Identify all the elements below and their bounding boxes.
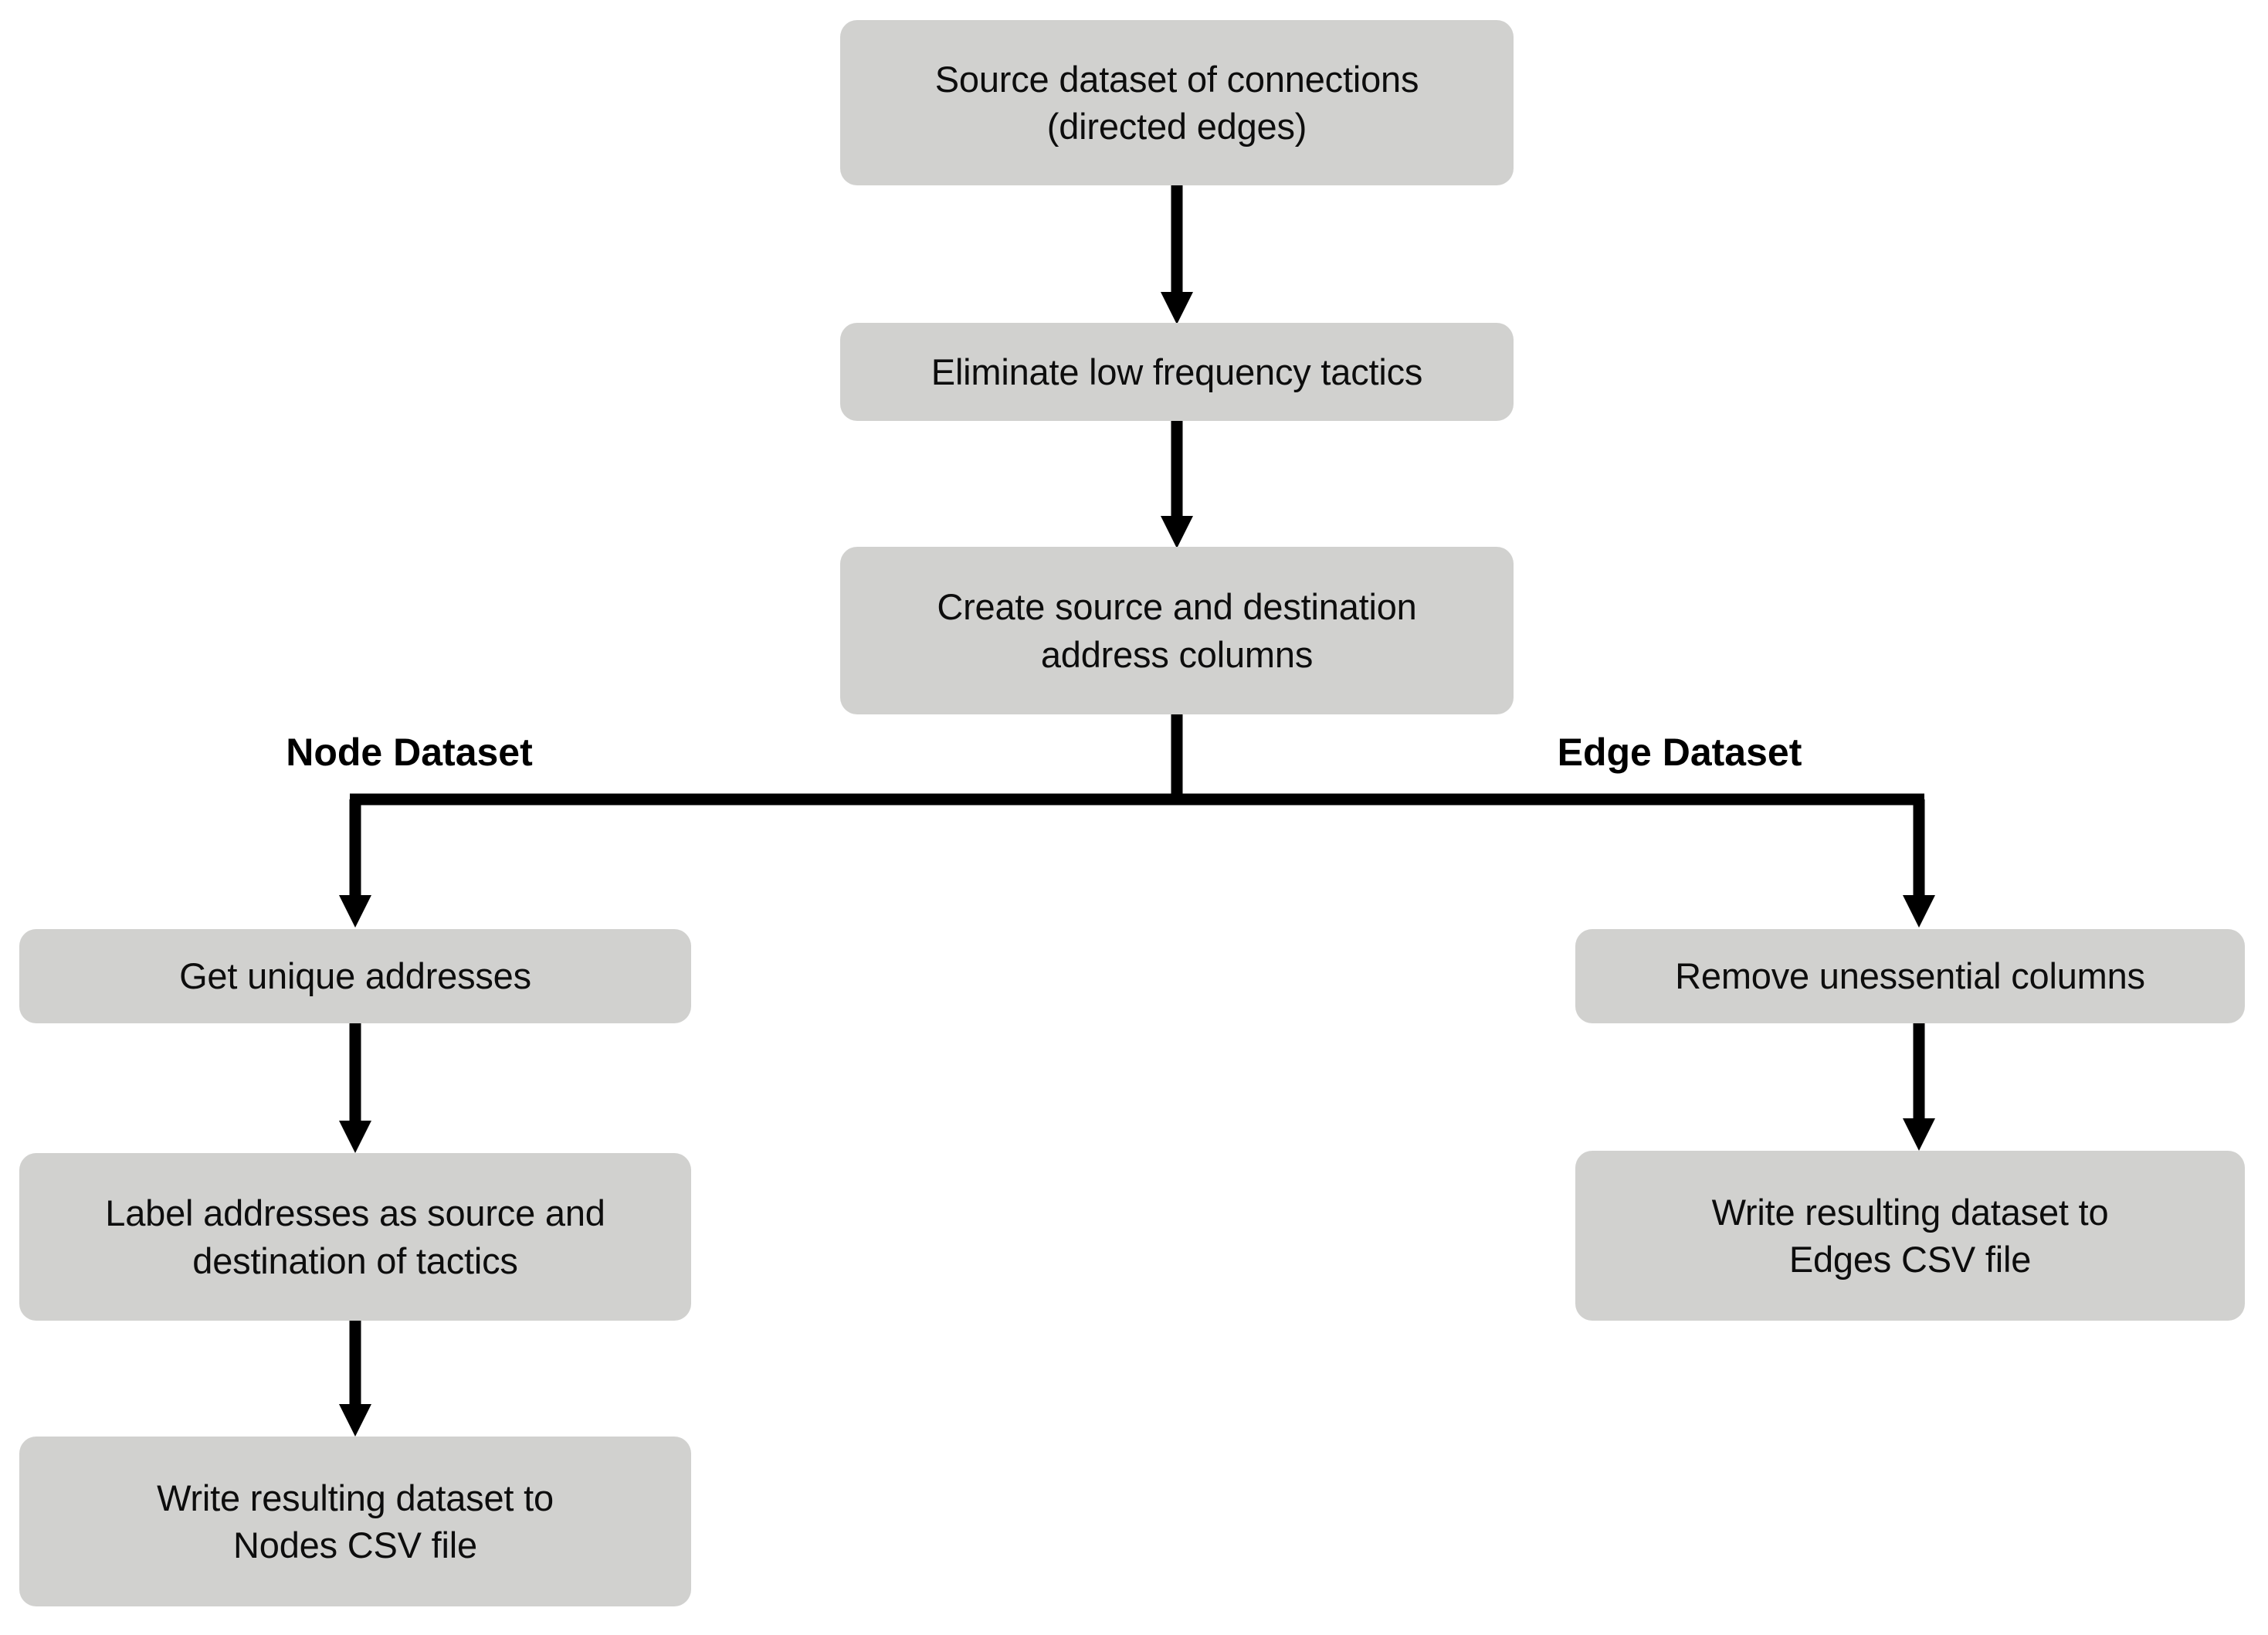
arrow-remove-to-write-edges	[1903, 1023, 1935, 1151]
node-remove-unessential-columns[interactable]: Remove unessential columns	[1575, 929, 2245, 1023]
node-source-dataset[interactable]: Source dataset of connections (directed …	[840, 20, 1514, 185]
node-eliminate-low-frequency-tactics[interactable]: Eliminate low frequency tactics	[840, 323, 1514, 421]
branch-label-edge-dataset: Edge Dataset	[1557, 731, 1802, 774]
arrow-label-to-write-nodes	[339, 1321, 371, 1437]
node-label-addresses[interactable]: Label addresses as source and destinatio…	[19, 1153, 691, 1321]
arrow-eliminate-to-create	[1161, 421, 1193, 548]
arrow-source-to-eliminate	[1161, 185, 1193, 324]
arrow-split-to-remove-columns	[1903, 799, 1935, 928]
node-write-nodes-csv[interactable]: Write resulting dataset to Nodes CSV fil…	[19, 1437, 691, 1606]
arrow-get-unique-to-label	[339, 1023, 371, 1153]
branch-label-node-dataset: Node Dataset	[286, 731, 533, 774]
node-create-source-destination-columns[interactable]: Create source and destination address co…	[840, 547, 1514, 714]
arrow-split-to-get-unique	[339, 799, 371, 928]
node-get-unique-addresses[interactable]: Get unique addresses	[19, 929, 691, 1023]
node-write-edges-csv[interactable]: Write resulting dataset to Edges CSV fil…	[1575, 1151, 2245, 1321]
